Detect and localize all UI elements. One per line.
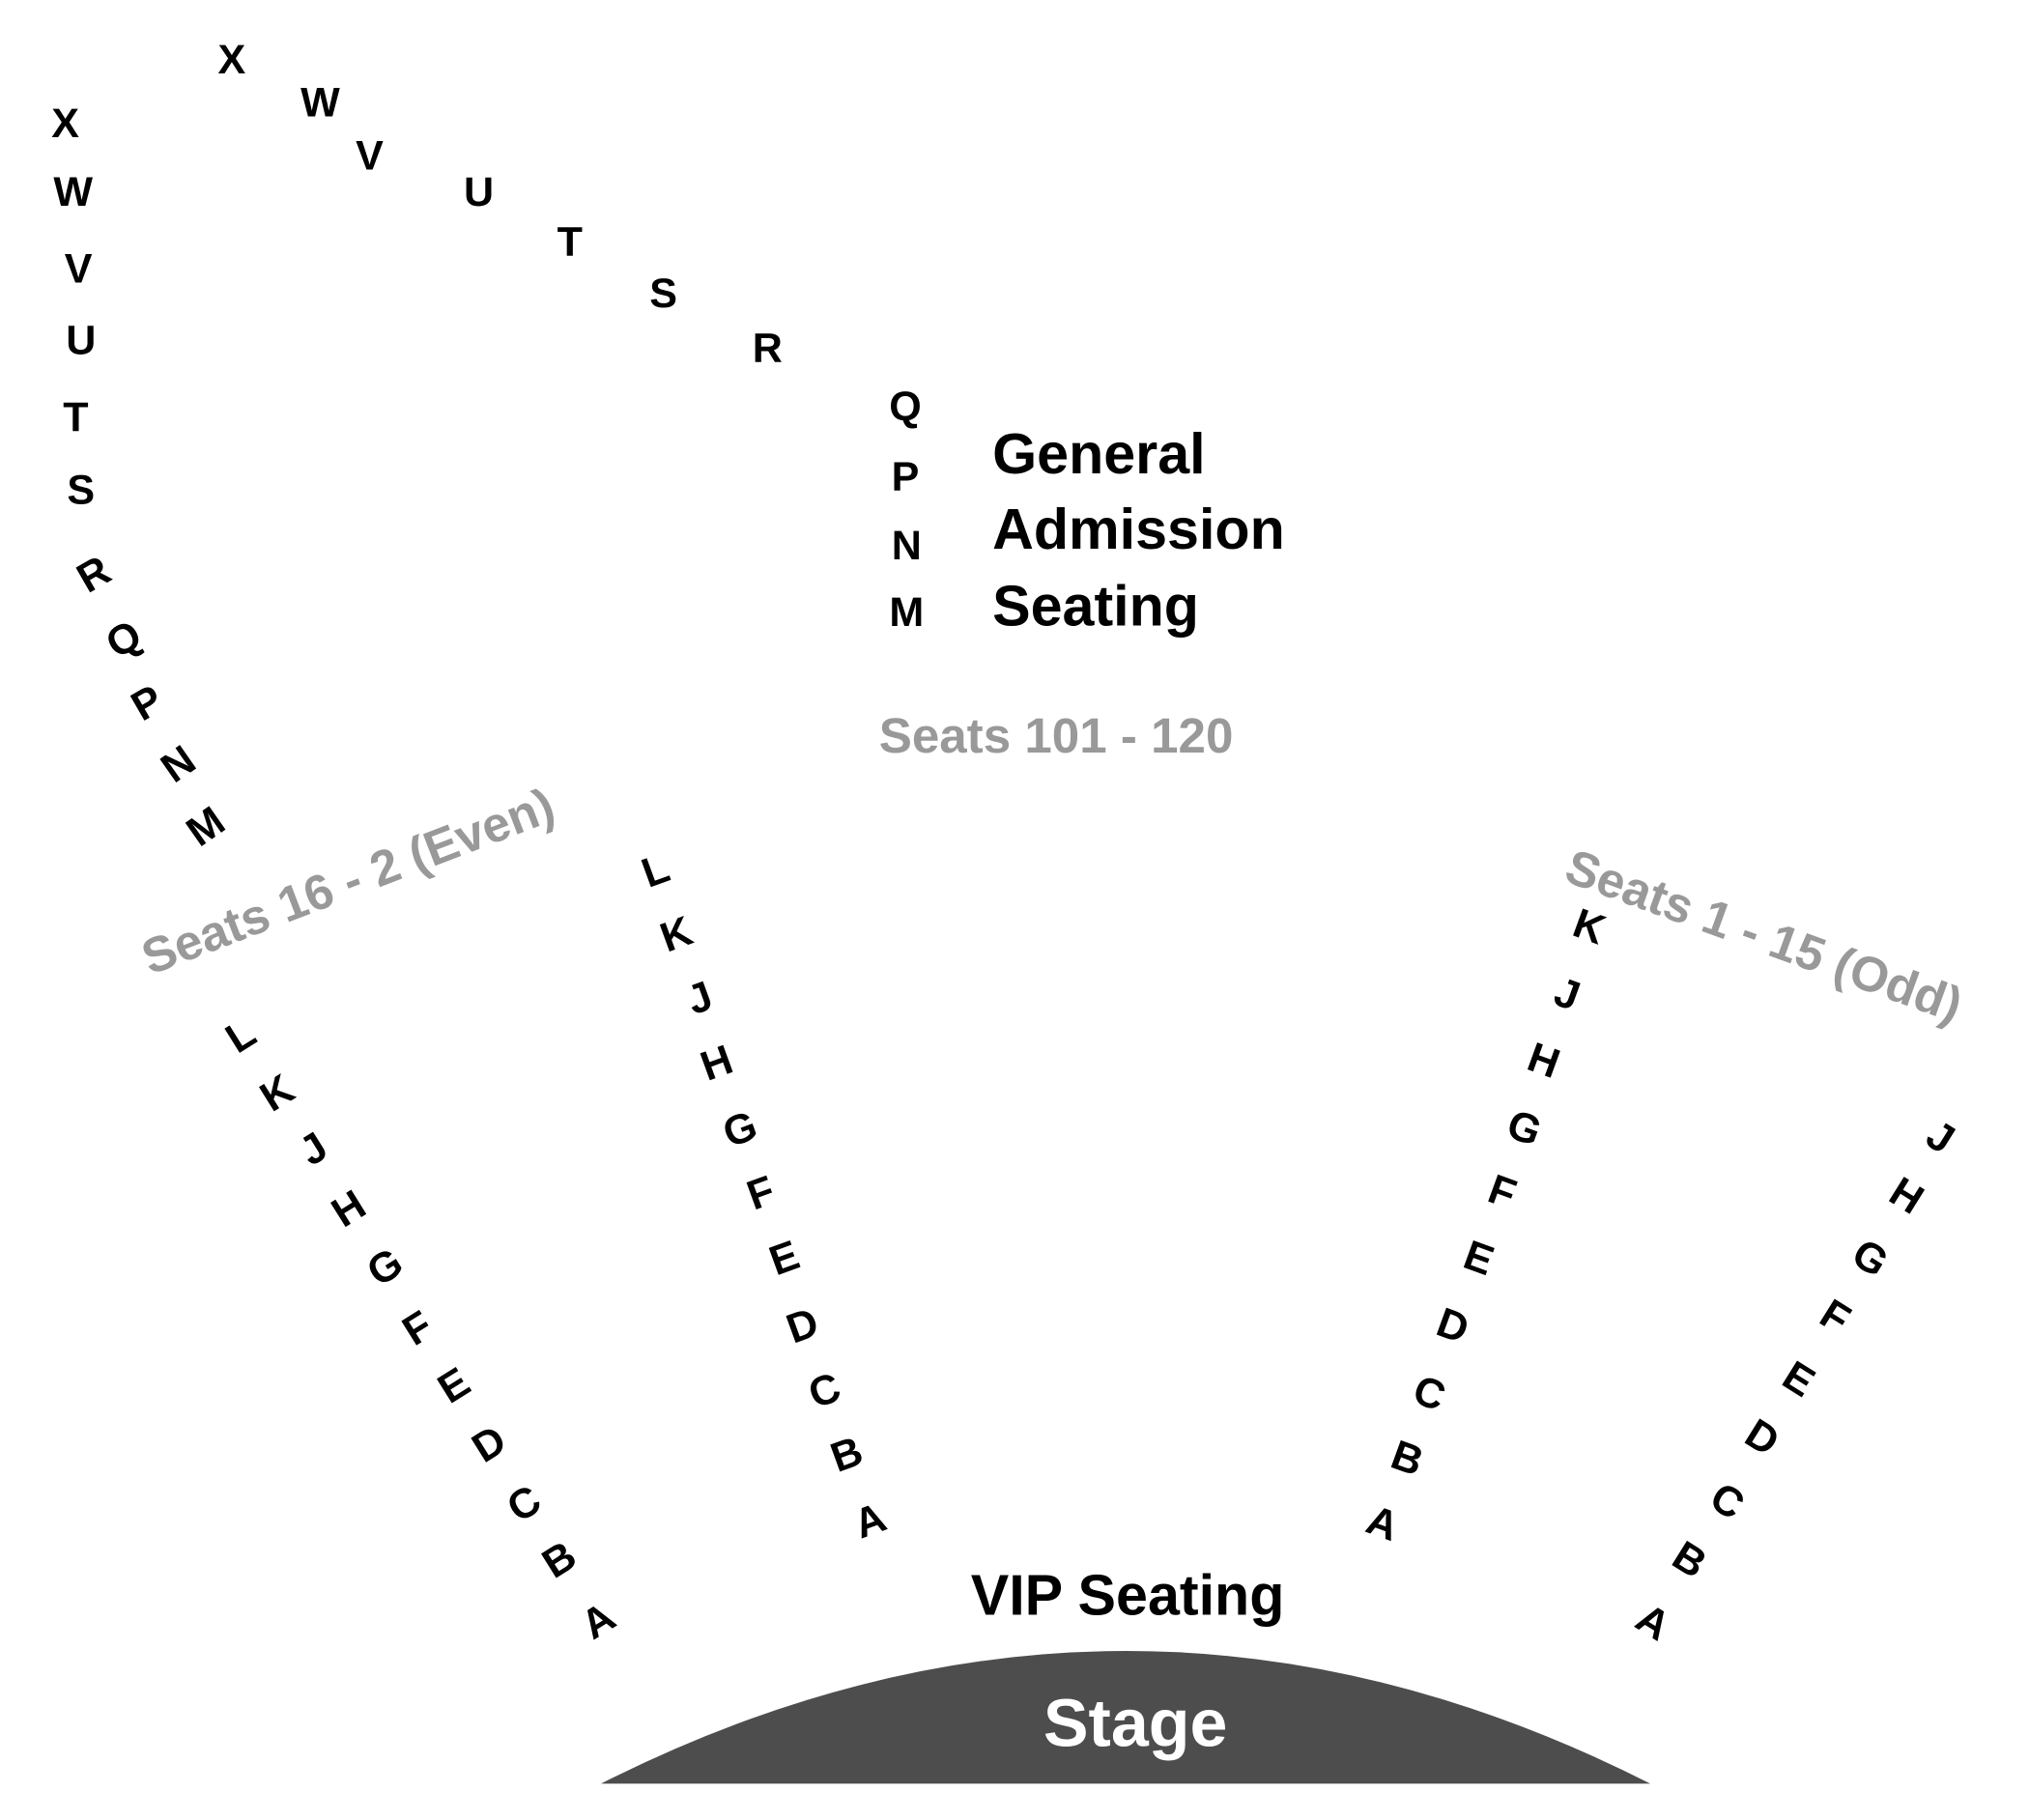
- row-label-left-top-arc: T: [557, 218, 583, 265]
- row-label-right-outer: J: [1918, 1112, 1962, 1163]
- row-label-left-outer-upper: W: [53, 169, 93, 215]
- row-label-left-top-arc: Q: [889, 384, 921, 430]
- row-label-left-lower: B: [534, 1532, 585, 1587]
- row-label-center-right: G: [1501, 1101, 1548, 1156]
- row-label-left-top-arc: N: [892, 523, 922, 569]
- row-label-left-outer-upper: S: [67, 467, 95, 513]
- row-label-left-lower: A: [573, 1594, 623, 1649]
- row-label-left-lower: H: [324, 1181, 374, 1237]
- general-admission-label: General Admission Seating: [992, 421, 1285, 638]
- ga-line-1: General: [992, 421, 1205, 486]
- row-label-center-right: C: [1407, 1367, 1451, 1421]
- vip-seating-label: VIP Seating: [971, 1562, 1285, 1627]
- row-label-center-right: F: [1482, 1166, 1522, 1218]
- row-label-center-right: J: [1548, 969, 1586, 1020]
- row-label-left-outer-upper: U: [66, 318, 96, 364]
- row-label-right-outer: F: [1812, 1291, 1858, 1344]
- row-label-center-left: H: [695, 1037, 739, 1091]
- row-label-right-outer: G: [1844, 1230, 1897, 1286]
- row-label-left-lower: J: [292, 1123, 336, 1175]
- right-section-seats-label: Seats 1 - 15 (Odd): [1558, 839, 1969, 1033]
- row-label-left-lower: C: [500, 1476, 550, 1531]
- row-label-center-right: E: [1458, 1232, 1500, 1285]
- row-label-right-outer: H: [1881, 1168, 1931, 1223]
- row-label-center-left: G: [717, 1102, 763, 1157]
- row-label-right-outer: A: [1628, 1595, 1678, 1650]
- row-label-left-top-arc: S: [649, 270, 677, 317]
- row-label-left-top-arc: U: [464, 169, 494, 215]
- row-label-left-top-arc: X: [218, 37, 246, 83]
- row-label-left-outer-upper: V: [65, 246, 93, 293]
- row-label-center-left: F: [741, 1167, 781, 1219]
- ga-seats-label: Seats 101 - 120: [879, 708, 1234, 763]
- row-label-center-left: K: [654, 908, 699, 962]
- row-label-center-left: J: [681, 973, 719, 1024]
- ga-line-2: Admission: [992, 497, 1285, 561]
- row-label-left-lower: F: [394, 1302, 441, 1355]
- row-label-left-outer-upper: Q: [99, 611, 150, 668]
- row-label-center-left: D: [781, 1299, 825, 1353]
- row-label-center-right: D: [1431, 1299, 1475, 1353]
- row-label-right-outer: E: [1775, 1352, 1823, 1407]
- row-label-right-outer: D: [1737, 1410, 1787, 1465]
- row-label-left-top-arc: M: [889, 589, 924, 636]
- row-label-right-outer: B: [1665, 1532, 1715, 1587]
- row-label-center-left: B: [825, 1428, 870, 1482]
- row-label-left-outer-upper: R: [70, 547, 119, 602]
- row-label-center-right: K: [1567, 900, 1612, 954]
- row-label-center-left: L: [636, 845, 675, 897]
- row-label-left-lower: D: [464, 1416, 514, 1471]
- row-label-center-left: E: [763, 1232, 805, 1285]
- row-label-left-top-arc: R: [753, 326, 783, 372]
- row-label-center-right: B: [1386, 1432, 1430, 1486]
- row-labels: XWVUTSRQPNMXWVUTSRQPNMLKJHGFEDCBALKJHGFE…: [51, 37, 1962, 1650]
- stage-label: Stage: [1043, 1685, 1228, 1760]
- row-label-left-outer-upper: T: [63, 394, 88, 441]
- row-label-center-left: A: [848, 1494, 893, 1549]
- row-label-left-top-arc: W: [300, 79, 340, 126]
- row-label-center-right: A: [1360, 1496, 1405, 1550]
- stage: [601, 1651, 1651, 1784]
- row-label-right-outer: C: [1702, 1474, 1753, 1529]
- row-label-left-outer-upper: M: [179, 798, 234, 856]
- row-label-center-right: H: [1522, 1034, 1566, 1088]
- row-label-center-left: C: [803, 1364, 847, 1418]
- row-label-left-top-arc: V: [356, 132, 384, 179]
- row-label-left-outer-upper: N: [153, 737, 204, 792]
- row-label-left-outer-upper: X: [51, 100, 79, 147]
- row-label-left-lower: G: [359, 1239, 412, 1295]
- row-label-left-lower: E: [430, 1359, 478, 1413]
- row-label-left-lower: L: [217, 1010, 264, 1063]
- ga-line-3: Seating: [992, 573, 1199, 638]
- row-label-left-outer-upper: P: [124, 676, 171, 730]
- row-label-left-lower: K: [252, 1066, 302, 1121]
- row-label-left-top-arc: P: [892, 454, 920, 500]
